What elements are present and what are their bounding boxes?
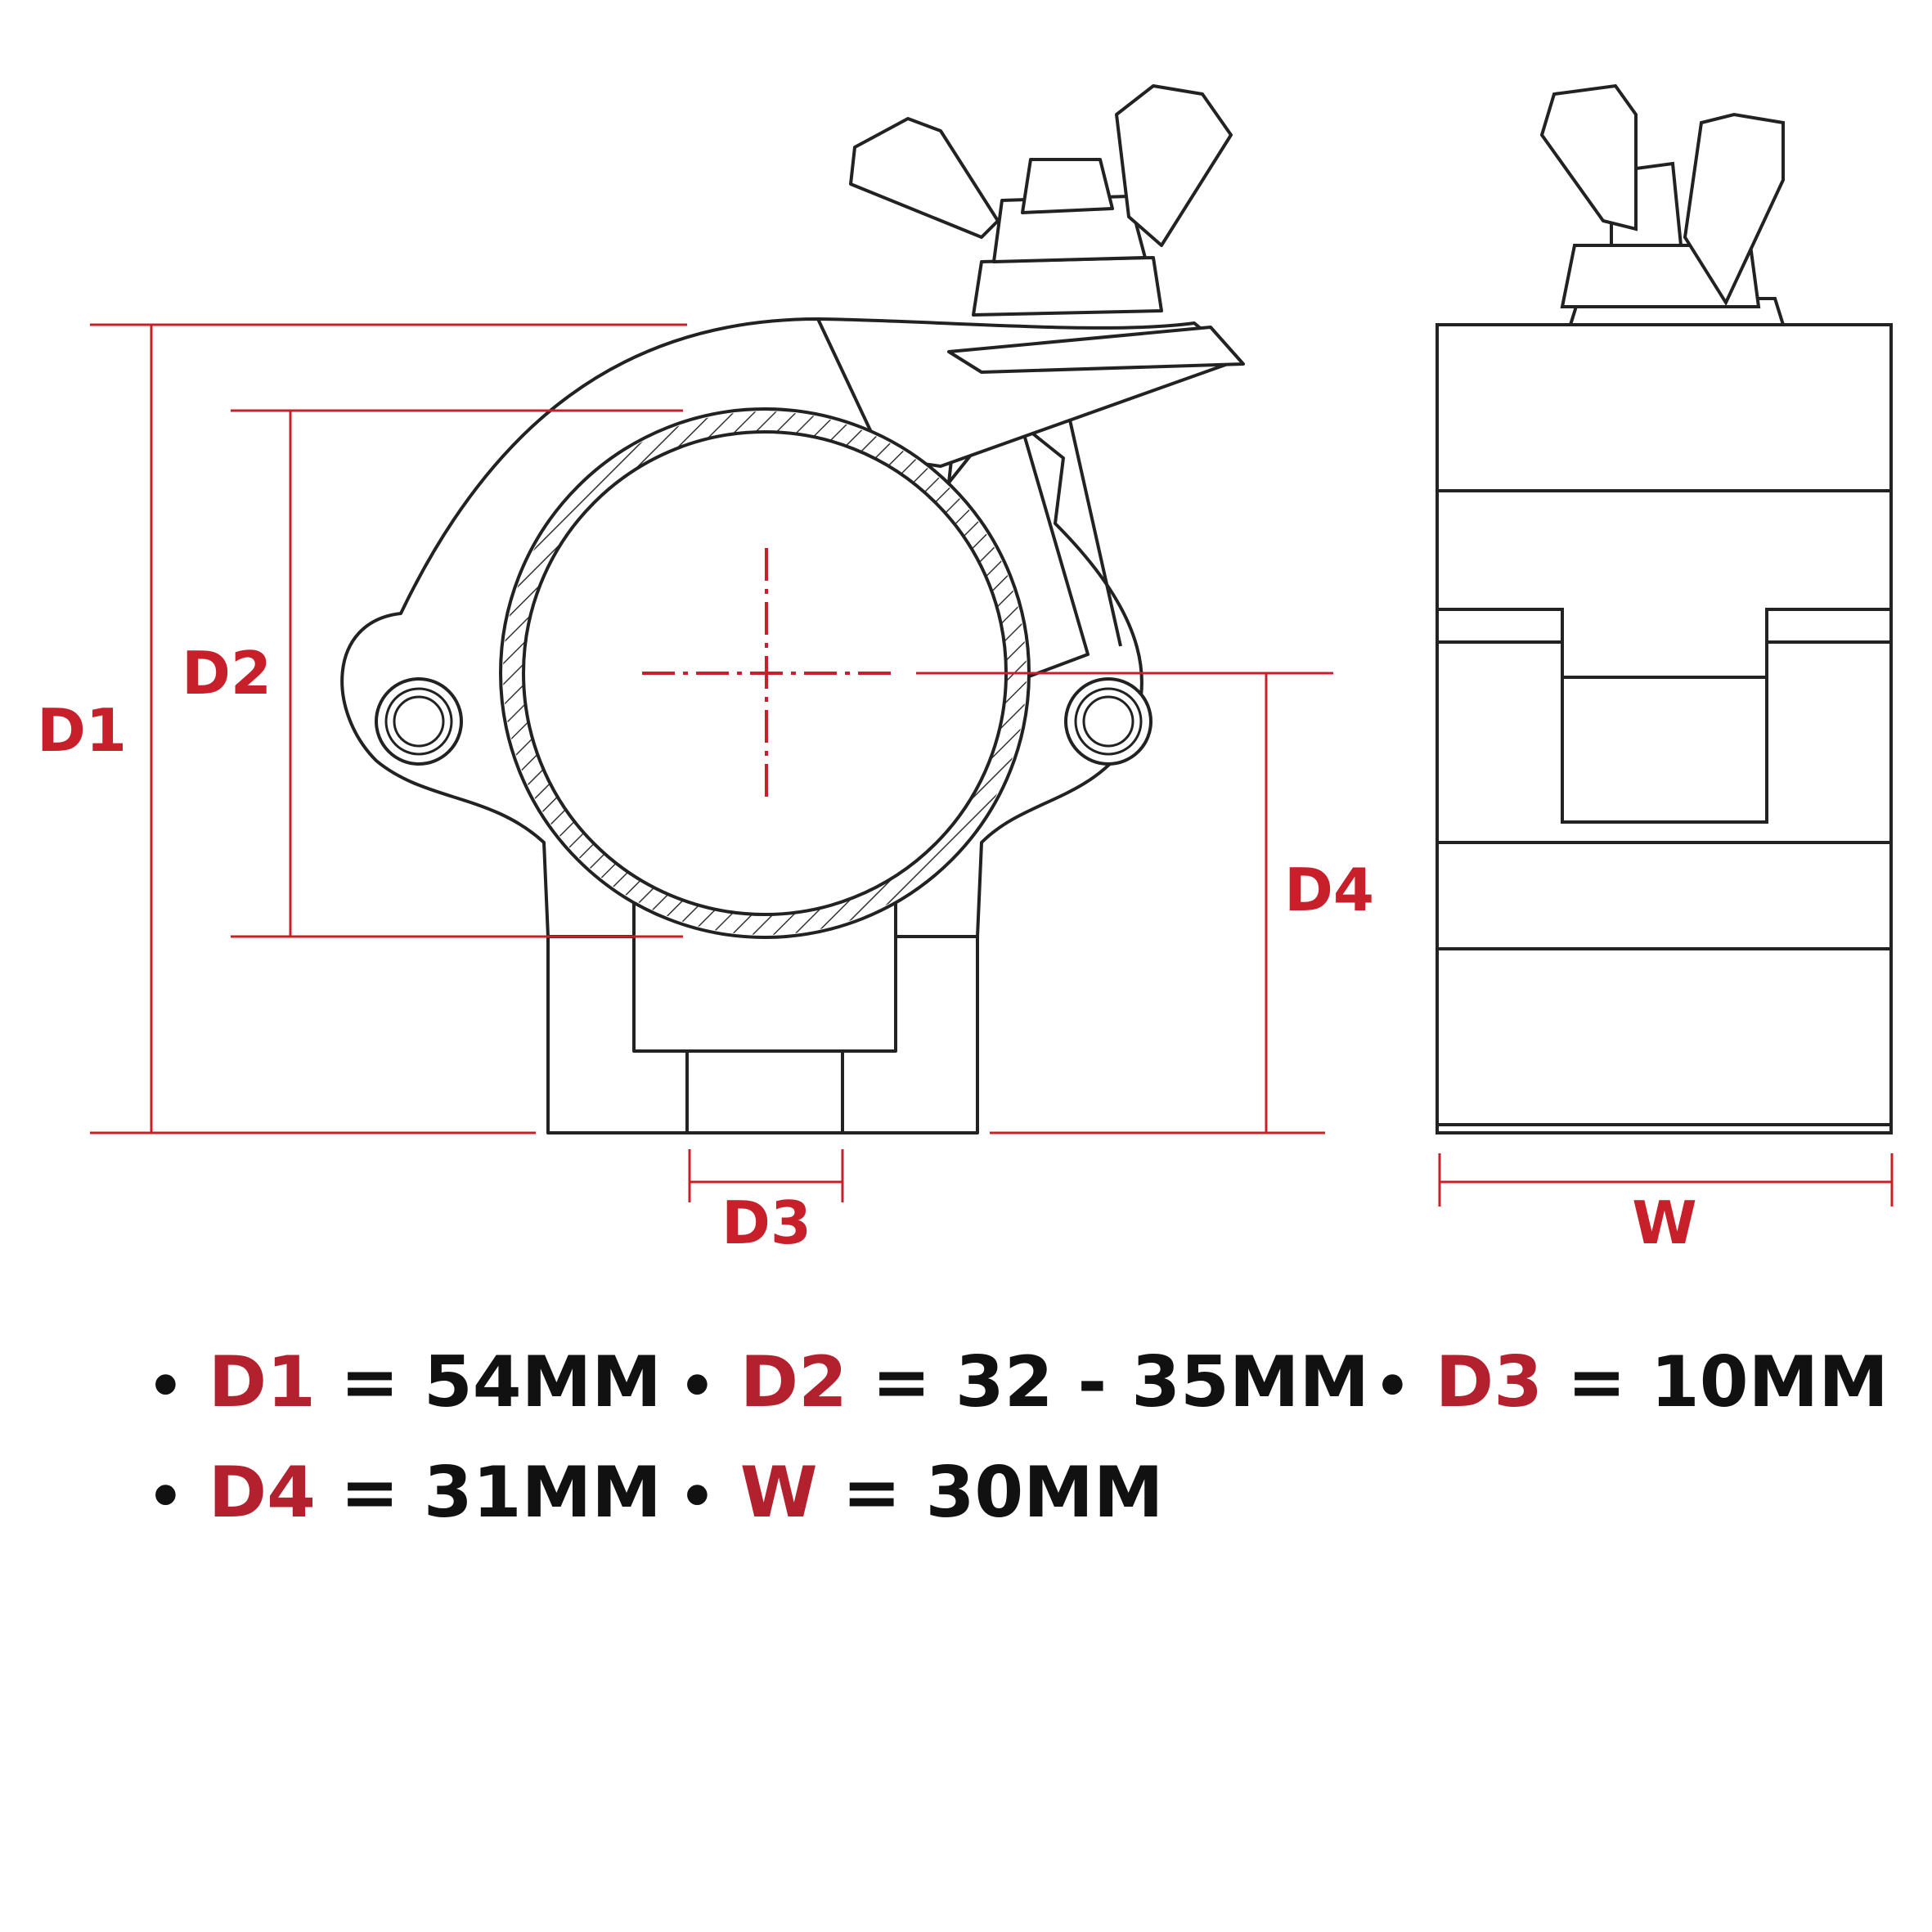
- front-view: [340, 84, 1245, 1134]
- d4-label: D4: [1284, 856, 1374, 924]
- d2-label: D2: [182, 639, 272, 708]
- spec-d2: • D2 = 32 - 35MM: [679, 1341, 1369, 1423]
- right-bolt: [1064, 677, 1152, 766]
- spec-d4: • D4 = 31MM: [147, 1452, 662, 1534]
- spec-w: • W = 30MM: [679, 1452, 1163, 1534]
- clamp-stem-inner: [685, 1049, 844, 1134]
- wing-nut-front: [849, 84, 1233, 317]
- d1-label: D1: [37, 696, 127, 765]
- bullet: •: [679, 1463, 716, 1530]
- spec-value: = 54MM: [339, 1341, 662, 1423]
- spec-key: D3: [1435, 1341, 1543, 1423]
- latch-tab: [947, 326, 1245, 374]
- left-bolt-ring: [384, 687, 453, 756]
- dimension-lines: [90, 323, 1894, 1206]
- left-bolt-core: [393, 695, 445, 748]
- bullet: •: [147, 1463, 184, 1530]
- clamp-drawing: D1 D2 D4 D3 W: [37, 83, 1894, 1257]
- side-slot: [1561, 676, 1768, 824]
- d3-label: D3: [721, 1188, 811, 1257]
- spec-key: D1: [208, 1341, 316, 1423]
- spec-key: W: [739, 1452, 818, 1534]
- arm-edge: [1066, 408, 1122, 647]
- bullet: •: [147, 1353, 184, 1420]
- spec-key: D4: [208, 1452, 316, 1534]
- wing-nut-side: [1539, 83, 1786, 326]
- spec-key: D2: [739, 1341, 847, 1423]
- center-mark: [642, 548, 892, 798]
- right-bolt-core: [1082, 695, 1134, 748]
- spec-value: = 10MM: [1566, 1341, 1889, 1423]
- side-view: [1436, 83, 1893, 1134]
- right-bolt-ring: [1074, 687, 1143, 756]
- spec-value: = 31MM: [339, 1452, 662, 1534]
- spec-value: = 30MM: [842, 1452, 1164, 1534]
- spec-d3: • D3 = 10MM: [1374, 1341, 1889, 1423]
- bullet: •: [679, 1353, 716, 1420]
- spec-d1: • D1 = 54MM: [147, 1341, 662, 1423]
- bullet: •: [1374, 1353, 1411, 1420]
- left-bolt: [375, 677, 463, 766]
- spec-value: = 32 - 35MM: [871, 1341, 1370, 1423]
- w-label: W: [1632, 1188, 1696, 1257]
